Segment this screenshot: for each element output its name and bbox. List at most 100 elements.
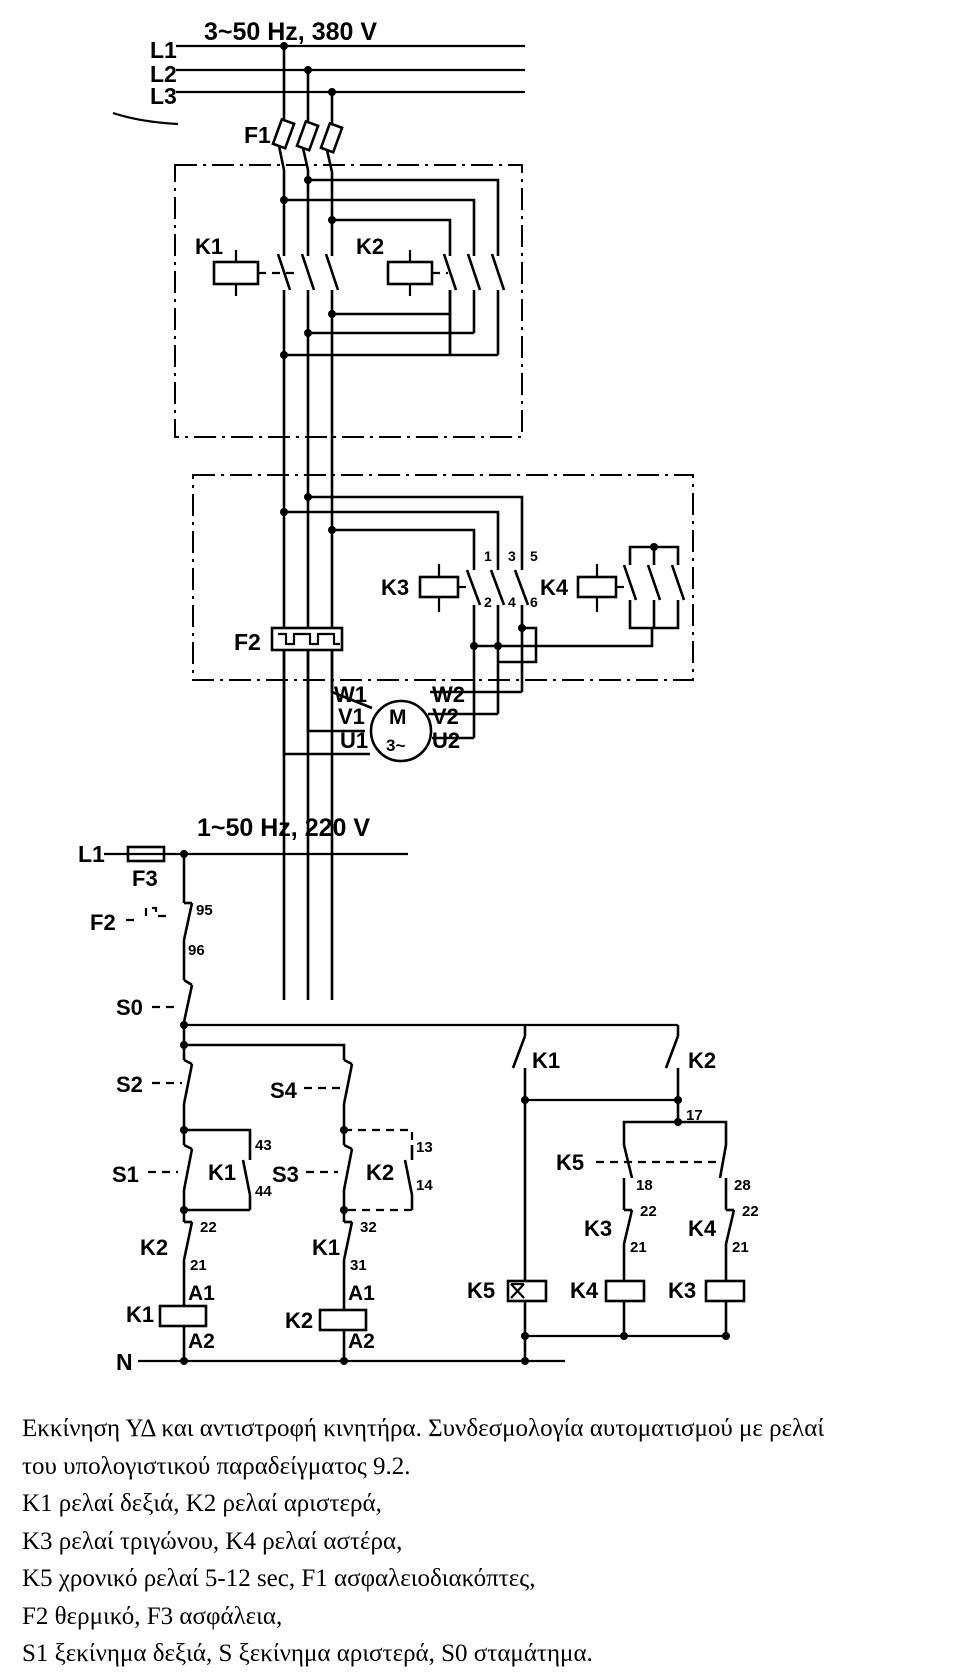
k3-main-coil xyxy=(418,575,460,599)
k3-k4-enclosure xyxy=(192,474,694,681)
terminal-4: 4 xyxy=(508,594,516,610)
k2-interlock-contact xyxy=(182,1210,194,1300)
fuse-f3-label: F3 xyxy=(132,866,158,891)
winding-v2: V2 xyxy=(432,704,459,729)
k1-main-label: K1 xyxy=(195,234,223,259)
phase-label-l1: L1 xyxy=(150,37,177,63)
contact-96: 96 xyxy=(188,942,205,959)
winding-u2: U2 xyxy=(432,728,460,753)
k1-hold-44: 44 xyxy=(255,1183,272,1200)
coil-k5 xyxy=(506,1279,548,1303)
terminal-6: 6 xyxy=(530,594,538,610)
k1-no-label: K1 xyxy=(532,1048,560,1073)
k4-nc-21: 21 xyxy=(732,1239,749,1256)
node-17: 17 xyxy=(686,1107,703,1124)
thermal-relay-f2 xyxy=(270,626,344,652)
caption-line-1: Εκκίνηση ΥΔ και αντιστροφή κινητήρα. Συν… xyxy=(22,1415,825,1442)
k1-hold-contact xyxy=(241,1145,252,1210)
fuse-f1 xyxy=(271,117,344,173)
k1-hold-label: K1 xyxy=(208,1160,236,1185)
fuse-f1-label: F1 xyxy=(244,122,271,148)
k4-main-coil xyxy=(576,575,618,599)
button-s4[interactable] xyxy=(342,1058,354,1105)
terminal-1: 1 xyxy=(484,548,492,564)
caption-line-6: F2 θερμικό, F3 ασφάλεια, xyxy=(22,1602,283,1630)
k3-nc-label: K3 xyxy=(584,1216,612,1241)
terminal-5: 5 xyxy=(530,548,538,564)
caption-line-4: K3 ρελαί τριγώνου, K4 ρελαί αστέρα, xyxy=(22,1527,403,1555)
coil-k1 xyxy=(158,1304,208,1328)
winding-w2: W2 xyxy=(432,682,465,707)
motor: M 3~ xyxy=(369,699,433,763)
stop-button-s0[interactable] xyxy=(182,978,194,1023)
k3-nc-21: 21 xyxy=(630,1239,647,1256)
k2-interlock-22: 22 xyxy=(200,1219,217,1236)
k2-hold-contact xyxy=(403,1145,414,1210)
phase-label-l2: L2 xyxy=(150,61,177,87)
phase-label-l3: L3 xyxy=(150,83,177,109)
k4-nc-contact xyxy=(724,1208,736,1280)
k1-main-contacts xyxy=(276,253,340,291)
k3-nc-contact xyxy=(622,1208,634,1280)
k2-main-contacts xyxy=(442,253,506,291)
k1-interlock-label: K1 xyxy=(312,1235,340,1260)
k2-hold-label: K2 xyxy=(366,1160,394,1185)
k1-interlock-contact xyxy=(342,1210,354,1300)
k2-main-label: K2 xyxy=(356,234,384,259)
power-circuit: 3~50 Hz, 380 V L1 L2 L3 F1 xyxy=(112,18,694,1000)
coil-k1-a1: A1 xyxy=(188,1282,215,1305)
k1-interlock-32: 32 xyxy=(360,1219,377,1236)
motor-label: M xyxy=(389,706,407,729)
k5-timer-28: 28 xyxy=(734,1177,751,1194)
caption-line-7: S1 ξεκίνημα δεξιά, S ξεκίνημα αριστερά, … xyxy=(22,1640,593,1667)
k3-main-contacts xyxy=(465,555,530,606)
k4-main-contacts xyxy=(622,564,686,601)
s4-label: S4 xyxy=(270,1078,298,1103)
stop-button-label: S0 xyxy=(116,995,143,1020)
control-line-label: L1 xyxy=(78,841,105,867)
coil-k4-label: K4 xyxy=(570,1278,599,1303)
button-s3[interactable] xyxy=(342,1143,354,1191)
coil-k2-a1: A1 xyxy=(348,1282,375,1305)
coil-k3 xyxy=(704,1279,746,1303)
neutral-label: N xyxy=(116,1349,133,1375)
wiring-diagram: 3~50 Hz, 380 V L1 L2 L3 F1 xyxy=(78,18,759,1375)
k5-timer-label: K5 xyxy=(556,1150,584,1175)
button-s2[interactable] xyxy=(182,1058,194,1105)
k1-k2-enclosure xyxy=(174,164,523,438)
terminal-2: 2 xyxy=(484,594,492,610)
k1-no-contact xyxy=(511,1035,527,1100)
k2-no-contact xyxy=(664,1035,680,1100)
k5-timer-18: 18 xyxy=(636,1177,653,1194)
coil-k5-label: K5 xyxy=(467,1278,495,1303)
coil-k2 xyxy=(318,1308,368,1332)
k1-hold-43: 43 xyxy=(255,1137,272,1154)
k2-interlock-21: 21 xyxy=(190,1257,207,1274)
k3-nc-22: 22 xyxy=(640,1203,657,1220)
coil-k4 xyxy=(604,1279,646,1303)
k1-interlock-31: 31 xyxy=(350,1257,367,1274)
winding-w1: W1 xyxy=(334,682,367,707)
motor-type: 3~ xyxy=(386,736,405,755)
winding-u1: U1 xyxy=(340,728,368,753)
s1-label: S1 xyxy=(112,1162,139,1187)
k4-nc-22: 22 xyxy=(742,1203,759,1220)
k4-main-label: K4 xyxy=(540,575,569,600)
contact-95: 95 xyxy=(196,902,213,919)
k2-interlock-label: K2 xyxy=(140,1235,168,1260)
control-supply-label: 1~50 Hz, 220 V xyxy=(197,814,370,842)
caption-line-2: του υπολογιστικού παραδείγματος 9.2. xyxy=(22,1452,411,1480)
button-s1[interactable] xyxy=(182,1143,194,1191)
power-supply-label: 3~50 Hz, 380 V xyxy=(204,18,377,46)
k2-main-coil xyxy=(386,260,434,286)
s2-label: S2 xyxy=(116,1072,143,1097)
thermal-f2-label: F2 xyxy=(234,629,261,655)
k1-main-coil xyxy=(212,260,260,286)
caption-line-3: K1 ρελαί δεξιά, K2 ρελαί αριστερά, xyxy=(22,1490,382,1517)
caption-line-5: K5 χρονικό ρελαί 5-12 sec, F1 ασφαλειοδι… xyxy=(22,1565,536,1592)
figure-caption: Εκκίνηση ΥΔ και αντιστροφή κινητήρα. Συν… xyxy=(22,1410,952,1673)
k3-main-label: K3 xyxy=(381,575,409,600)
coil-k3-label: K3 xyxy=(668,1278,696,1303)
coil-k2-a2: A2 xyxy=(348,1330,375,1353)
k2-hold-13: 13 xyxy=(416,1139,433,1156)
